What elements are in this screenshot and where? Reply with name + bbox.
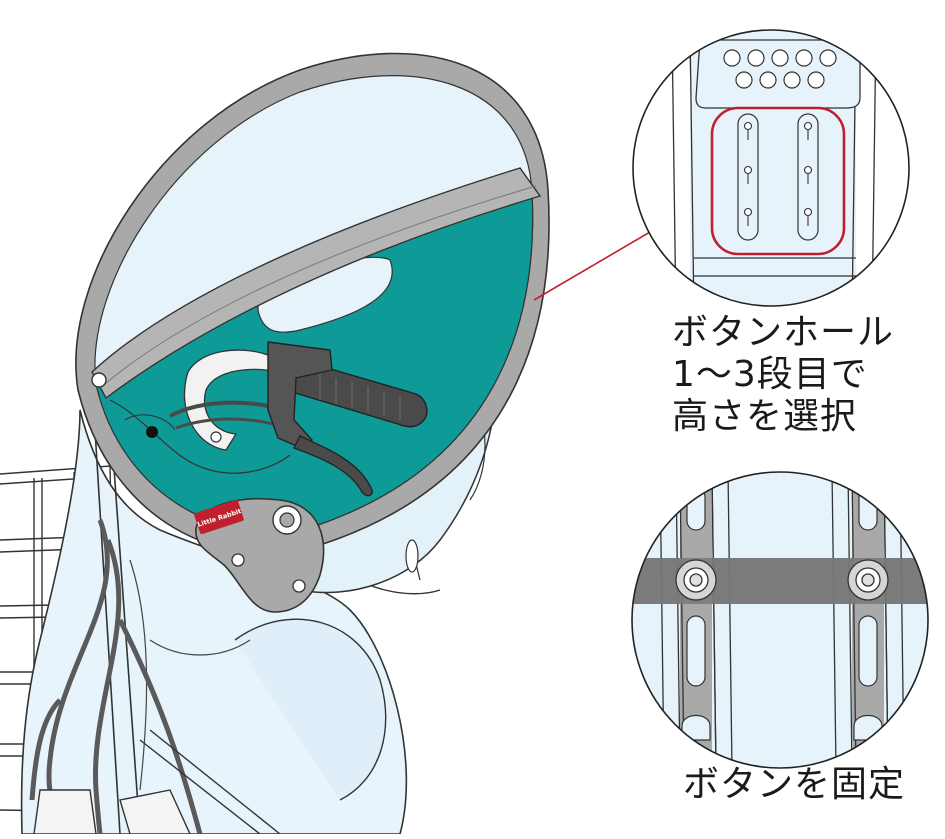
handlebar-grip [169, 341, 428, 497]
hinge-plate [195, 497, 325, 613]
caption-line-1: ボタンホール [672, 312, 895, 353]
button-hole-caption: ボタンホール 1〜3段目で 高さを選択 [672, 312, 932, 438]
brand-tag: Little Rabbit [194, 499, 244, 535]
button-fix-caption: ボタンを固定 [683, 764, 906, 805]
caption-line-2: 1〜3段目で [672, 354, 868, 395]
button-hole-detail [632, 29, 910, 307]
callout-line [533, 231, 651, 301]
windshield [75, 52, 550, 554]
button-fix-detail [631, 471, 929, 769]
caption-line-3: 高さを選択 [672, 396, 858, 437]
highlight-box [710, 106, 846, 256]
